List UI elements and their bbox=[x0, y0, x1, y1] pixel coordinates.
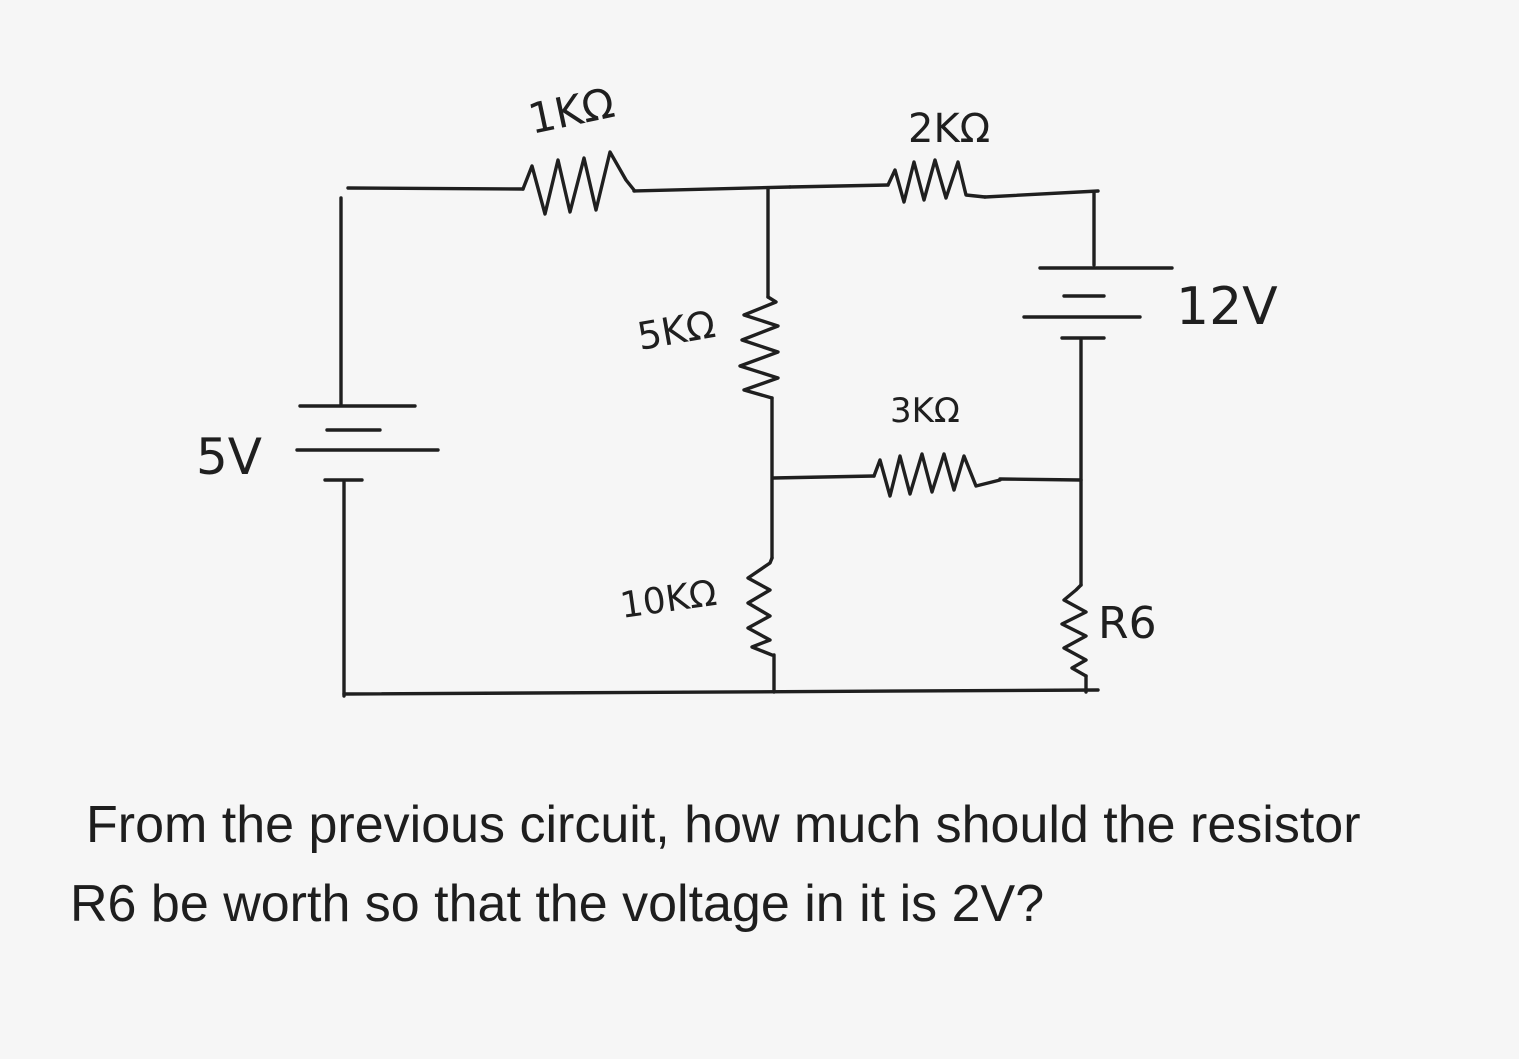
label-v-right: 12V bbox=[1176, 277, 1278, 337]
label-r6: R6 bbox=[1098, 598, 1157, 649]
label-r1: 1KΩ bbox=[524, 78, 619, 144]
question-text: From the previous circuit, how much shou… bbox=[70, 786, 1510, 944]
wire-3k-right bbox=[998, 477, 1083, 482]
resistor-r6-symbol bbox=[1060, 583, 1088, 678]
wire-top-center bbox=[788, 183, 890, 189]
wire-bottom bbox=[342, 688, 1100, 696]
label-r4: 5KΩ bbox=[634, 302, 719, 359]
label-r5: 10KΩ bbox=[618, 573, 720, 627]
question-line-2: R6 be worth so that the voltage in it is… bbox=[70, 875, 1045, 933]
wire-top-right bbox=[983, 189, 1100, 199]
resistor-1k-symbol bbox=[521, 150, 636, 216]
wire-top-middle bbox=[632, 185, 792, 193]
resistor-5k-symbol bbox=[738, 295, 780, 400]
resistor-2k-symbol bbox=[886, 158, 987, 204]
wire-3k-left bbox=[771, 474, 876, 480]
wire-top-left bbox=[346, 186, 525, 191]
resistor-10k-symbol bbox=[746, 556, 774, 657]
label-v-left: 5V bbox=[196, 428, 262, 486]
resistor-3k-symbol bbox=[872, 452, 1002, 498]
label-r3: 3KΩ bbox=[890, 391, 960, 431]
circuit-diagram: 1KΩ 2KΩ 5KΩ 3KΩ 10KΩ R6 5V 12V bbox=[196, 78, 1278, 698]
question-line-1: From the previous circuit, how much shou… bbox=[86, 796, 1361, 854]
label-r2: 2KΩ bbox=[908, 106, 990, 152]
